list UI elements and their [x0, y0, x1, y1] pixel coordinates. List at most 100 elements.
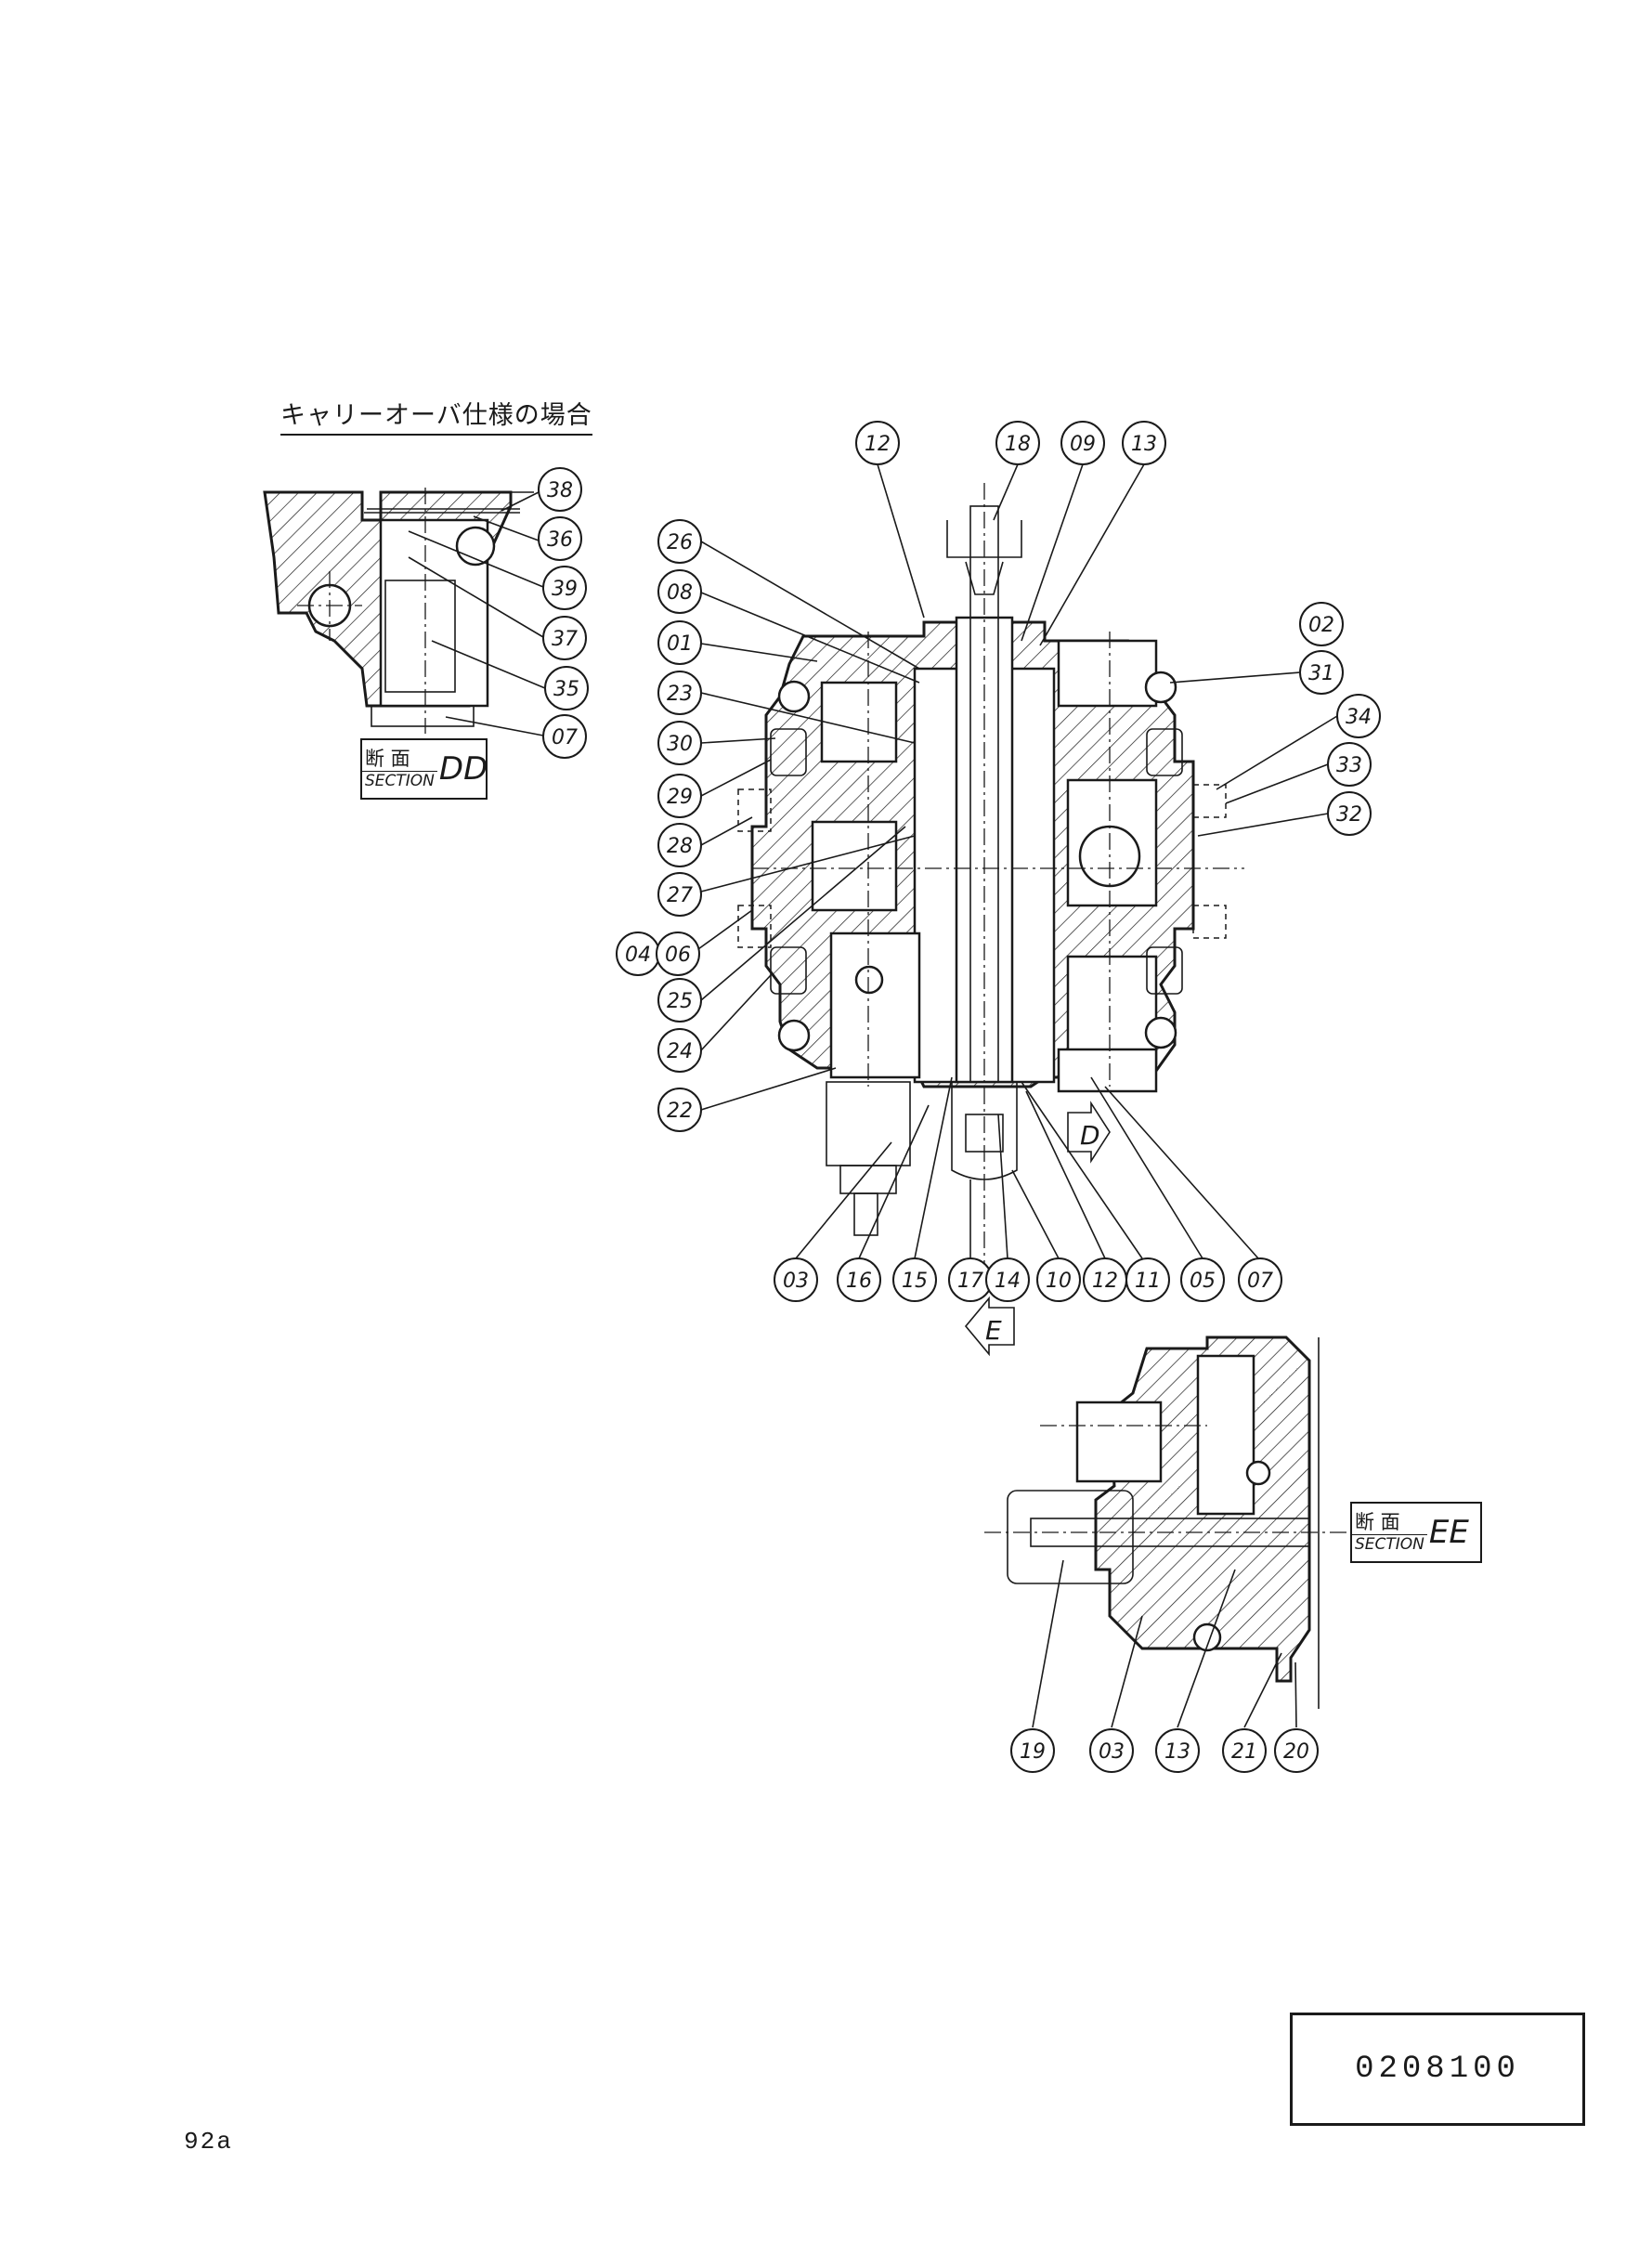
svg-text:03: 03 — [1099, 1740, 1125, 1764]
balloon-30: 30 — [657, 721, 702, 765]
section-ee-en: SECTION — [1355, 1534, 1424, 1554]
balloon-07b: 07 — [1238, 1257, 1282, 1302]
balloons-main-top: 12 18 09 13 — [855, 421, 1166, 465]
svg-text:10: 10 — [1046, 1270, 1072, 1293]
balloon-04: 04 — [616, 932, 660, 976]
balloon-29: 29 — [657, 774, 702, 818]
balloon-02: 02 — [1299, 602, 1344, 646]
svg-text:29: 29 — [667, 786, 693, 809]
svg-text:30: 30 — [667, 733, 693, 756]
svg-text:03: 03 — [783, 1270, 809, 1293]
balloon-37: 37 — [542, 616, 587, 660]
svg-text:39: 39 — [552, 578, 578, 601]
svg-text:16: 16 — [846, 1270, 872, 1293]
section-ee-ref: EE — [1428, 1514, 1469, 1551]
balloon-32: 32 — [1327, 791, 1372, 836]
section-dd-en: SECTION — [365, 771, 435, 790]
balloon-06: 06 — [656, 932, 700, 976]
svg-text:14: 14 — [995, 1270, 1021, 1293]
balloon-28: 28 — [657, 823, 702, 867]
section-dd-ref: DD — [438, 750, 488, 788]
svg-text:17: 17 — [957, 1270, 983, 1293]
view-arrow-e — [964, 1296, 1015, 1357]
balloon-17: 17 — [948, 1257, 993, 1302]
section-dd-detail — [263, 488, 534, 734]
balloon-11: 11 — [1125, 1257, 1170, 1302]
balloon-19: 19 — [1010, 1728, 1055, 1773]
balloons-main-left: 26 08 01 23 30 29 28 27 04 06 25 24 22 — [616, 519, 702, 1132]
balloon-24: 24 — [657, 1028, 702, 1073]
balloons-main-right: 02 31 34 33 32 — [1299, 602, 1381, 836]
svg-text:28: 28 — [667, 835, 693, 858]
svg-text:15: 15 — [902, 1270, 928, 1293]
balloon-12: 12 — [855, 421, 900, 465]
balloon-18: 18 — [995, 421, 1040, 465]
svg-text:25: 25 — [667, 990, 693, 1013]
svg-text:09: 09 — [1070, 433, 1096, 456]
balloons-dd: 38 36 39 37 35 07 — [538, 467, 589, 759]
balloon-39: 39 — [542, 566, 587, 610]
svg-text:37: 37 — [552, 628, 578, 651]
balloon-09: 09 — [1060, 421, 1105, 465]
balloon-33: 33 — [1327, 742, 1372, 787]
view-arrow-d-label: D — [1080, 1120, 1100, 1151]
svg-text:02: 02 — [1308, 614, 1334, 637]
svg-text:36: 36 — [547, 528, 573, 552]
view-arrow-d — [1067, 1101, 1111, 1164]
svg-text:07: 07 — [1247, 1270, 1273, 1293]
balloon-13b: 13 — [1155, 1728, 1200, 1773]
document-number-box: 0208100 — [1290, 2013, 1585, 2126]
view-arrow-e-label: E — [985, 1315, 1002, 1346]
svg-text:01: 01 — [667, 632, 693, 656]
svg-text:13: 13 — [1164, 1740, 1190, 1764]
svg-text:06: 06 — [665, 944, 691, 967]
balloons-main-bottom: 03 16 15 17 14 10 12 11 05 07 — [774, 1257, 1282, 1302]
svg-text:07: 07 — [552, 726, 578, 749]
balloon-03b: 03 — [1089, 1728, 1134, 1773]
svg-text:08: 08 — [667, 581, 693, 605]
balloon-22: 22 — [657, 1088, 702, 1132]
svg-text:24: 24 — [667, 1040, 693, 1063]
balloon-13: 13 — [1122, 421, 1166, 465]
svg-text:04: 04 — [625, 944, 651, 967]
carry-over-spec-note: キャリーオーバ仕様の場合 — [280, 395, 592, 436]
balloon-25: 25 — [657, 978, 702, 1023]
section-ee-label: 断 面 SECTION EE — [1350, 1502, 1482, 1563]
balloon-35: 35 — [544, 666, 589, 710]
svg-text:19: 19 — [1020, 1740, 1046, 1764]
document-number: 0208100 — [1355, 2052, 1520, 2087]
balloon-38: 38 — [538, 467, 582, 512]
svg-text:22: 22 — [667, 1100, 693, 1123]
svg-text:31: 31 — [1308, 662, 1334, 685]
balloon-26: 26 — [657, 519, 702, 564]
balloon-27: 27 — [657, 872, 702, 917]
svg-text:26: 26 — [667, 531, 693, 554]
balloon-01: 01 — [657, 620, 702, 665]
svg-text:12: 12 — [865, 433, 891, 456]
balloons-ee: 19 03 13 21 20 — [1010, 1728, 1319, 1773]
balloon-03: 03 — [774, 1257, 818, 1302]
page-number: 92a — [184, 2128, 233, 2156]
balloon-07: 07 — [542, 714, 587, 759]
svg-text:34: 34 — [1346, 706, 1372, 729]
svg-text:13: 13 — [1131, 433, 1157, 456]
balloon-10: 10 — [1036, 1257, 1081, 1302]
balloon-36: 36 — [538, 516, 582, 561]
balloon-21: 21 — [1222, 1728, 1267, 1773]
svg-text:12: 12 — [1092, 1270, 1118, 1293]
section-dd-label: 断 面 SECTION DD — [360, 738, 488, 800]
main-valve-section — [737, 483, 1244, 1263]
balloon-16: 16 — [837, 1257, 881, 1302]
leader-lines — [408, 463, 1338, 1728]
svg-text:32: 32 — [1336, 803, 1362, 827]
svg-text:20: 20 — [1283, 1740, 1309, 1764]
svg-text:35: 35 — [553, 678, 579, 701]
balloon-14: 14 — [985, 1257, 1030, 1302]
svg-text:38: 38 — [547, 479, 573, 502]
section-ee-detail — [984, 1335, 1356, 1709]
balloon-15: 15 — [892, 1257, 937, 1302]
svg-text:05: 05 — [1190, 1270, 1216, 1293]
svg-text:27: 27 — [667, 884, 693, 907]
svg-text:11: 11 — [1135, 1270, 1161, 1293]
svg-text:18: 18 — [1005, 433, 1031, 456]
